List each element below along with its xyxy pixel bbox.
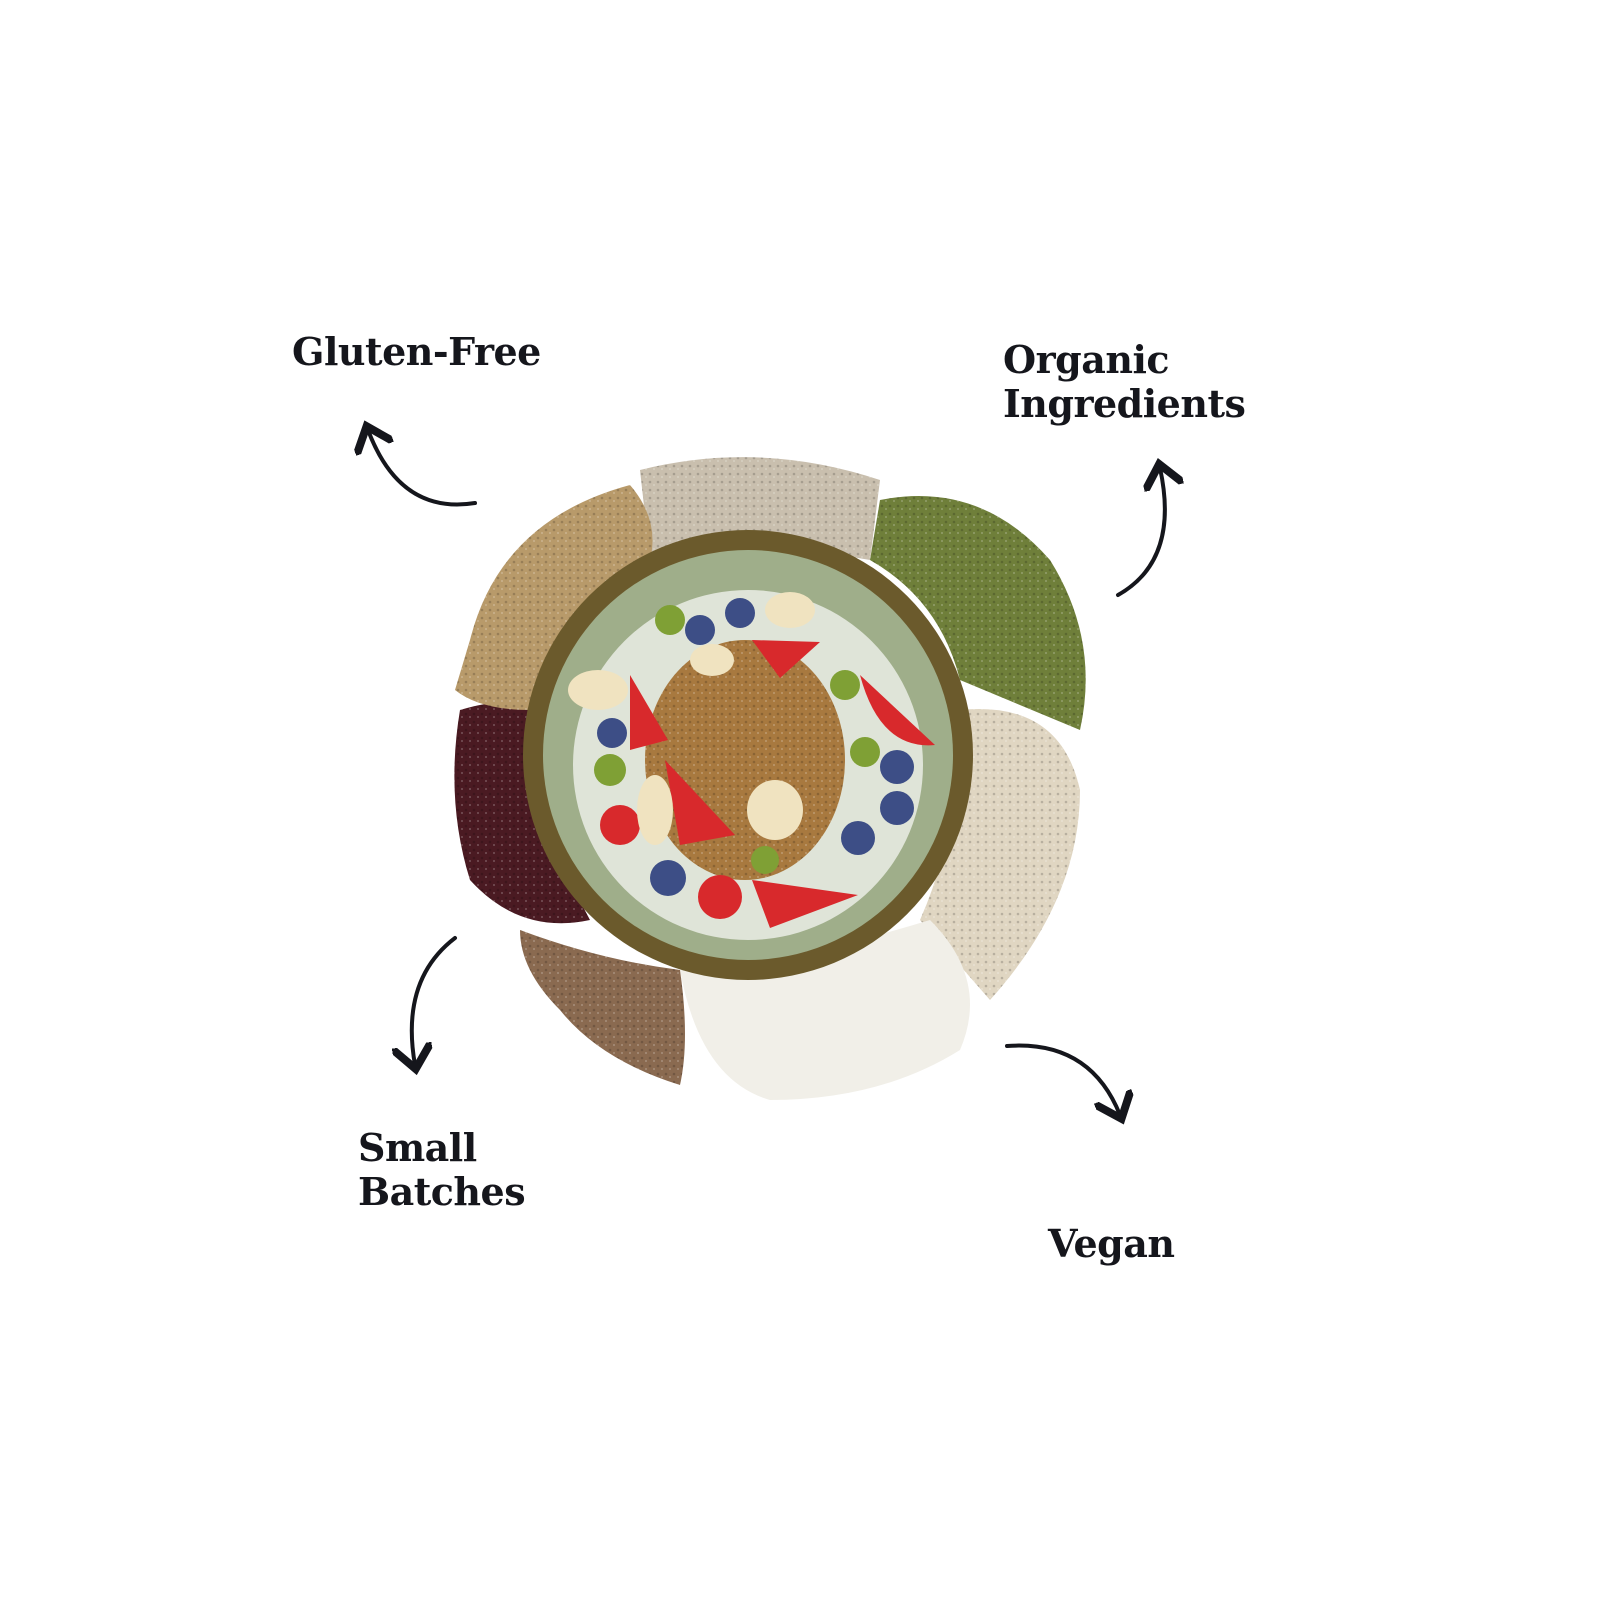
feature-organic-line1: Organic <box>1003 337 1170 382</box>
arrow-vegan <box>1005 1043 1120 1115</box>
feature-organic-ingredients: Organic Ingredients <box>1003 337 1246 426</box>
granola-bowl <box>523 530 973 980</box>
feature-gluten-free: Gluten-Free <box>292 329 541 374</box>
feature-vegan: Vegan <box>1048 1221 1175 1266</box>
arrow-organic <box>1116 468 1165 597</box>
feature-small-line1: Small <box>358 1125 477 1170</box>
feature-small-line2: Batches <box>358 1169 526 1214</box>
arrow-gluten-free <box>368 430 477 507</box>
sunflower-seeds-pile <box>640 457 880 560</box>
pumpkin-seeds-pile <box>870 496 1086 730</box>
arrow-small-batches <box>412 936 457 1065</box>
flax-seeds-pile <box>520 930 685 1085</box>
feature-small-batches: Small Batches <box>358 1125 526 1214</box>
almond-flour-pile <box>455 485 653 710</box>
feature-organic-line2: Ingredients <box>1003 381 1246 426</box>
